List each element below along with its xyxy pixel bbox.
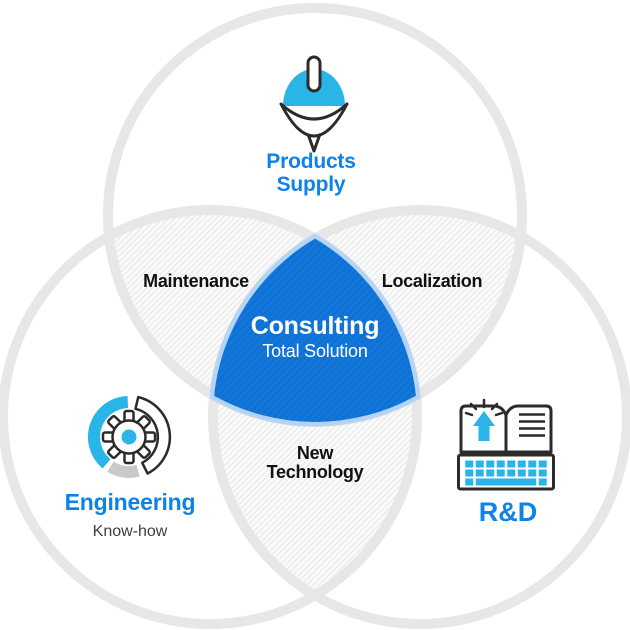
book-text-lines	[519, 413, 545, 437]
circle-border-rnd	[208, 205, 630, 629]
label-consulting-title: Consulting	[250, 312, 380, 340]
gear-progress-icon	[87, 395, 172, 478]
label-maintenance: Maintenance	[143, 271, 249, 291]
donut-segment-gray	[107, 461, 140, 478]
open-book-keyboard-icon	[457, 398, 555, 491]
label-new-technology: New Technology	[267, 444, 364, 482]
label-localization: Localization	[381, 271, 483, 291]
donut-segment-outline	[134, 395, 172, 475]
gear-hub-dot	[121, 429, 137, 445]
top-saucer	[279, 102, 349, 138]
products-supply-line1: Products	[266, 150, 356, 173]
book-up-arrow	[473, 411, 495, 441]
label-rnd: R&D	[478, 497, 538, 527]
label-know-how: Know-how	[92, 523, 168, 540]
book-burst-lines	[464, 398, 504, 417]
new-technology-line2: Technology	[266, 462, 364, 482]
new-technology-line1: New	[296, 443, 334, 463]
center-intersection-shape	[209, 233, 421, 427]
gear-teeth	[101, 409, 157, 465]
center-shape-fill	[214, 238, 416, 422]
spinning-top-icon	[279, 55, 349, 153]
top-handle	[306, 55, 322, 93]
donut-segment-cyan	[87, 396, 128, 469]
keyboard-keys	[465, 460, 547, 486]
label-products-supply: Products Supply	[266, 150, 356, 196]
circle-border-engineering	[0, 205, 422, 629]
label-engineering: Engineering	[64, 489, 196, 515]
label-consulting-subtitle: Total Solution	[262, 341, 368, 361]
products-supply-line2: Supply	[276, 173, 346, 196]
